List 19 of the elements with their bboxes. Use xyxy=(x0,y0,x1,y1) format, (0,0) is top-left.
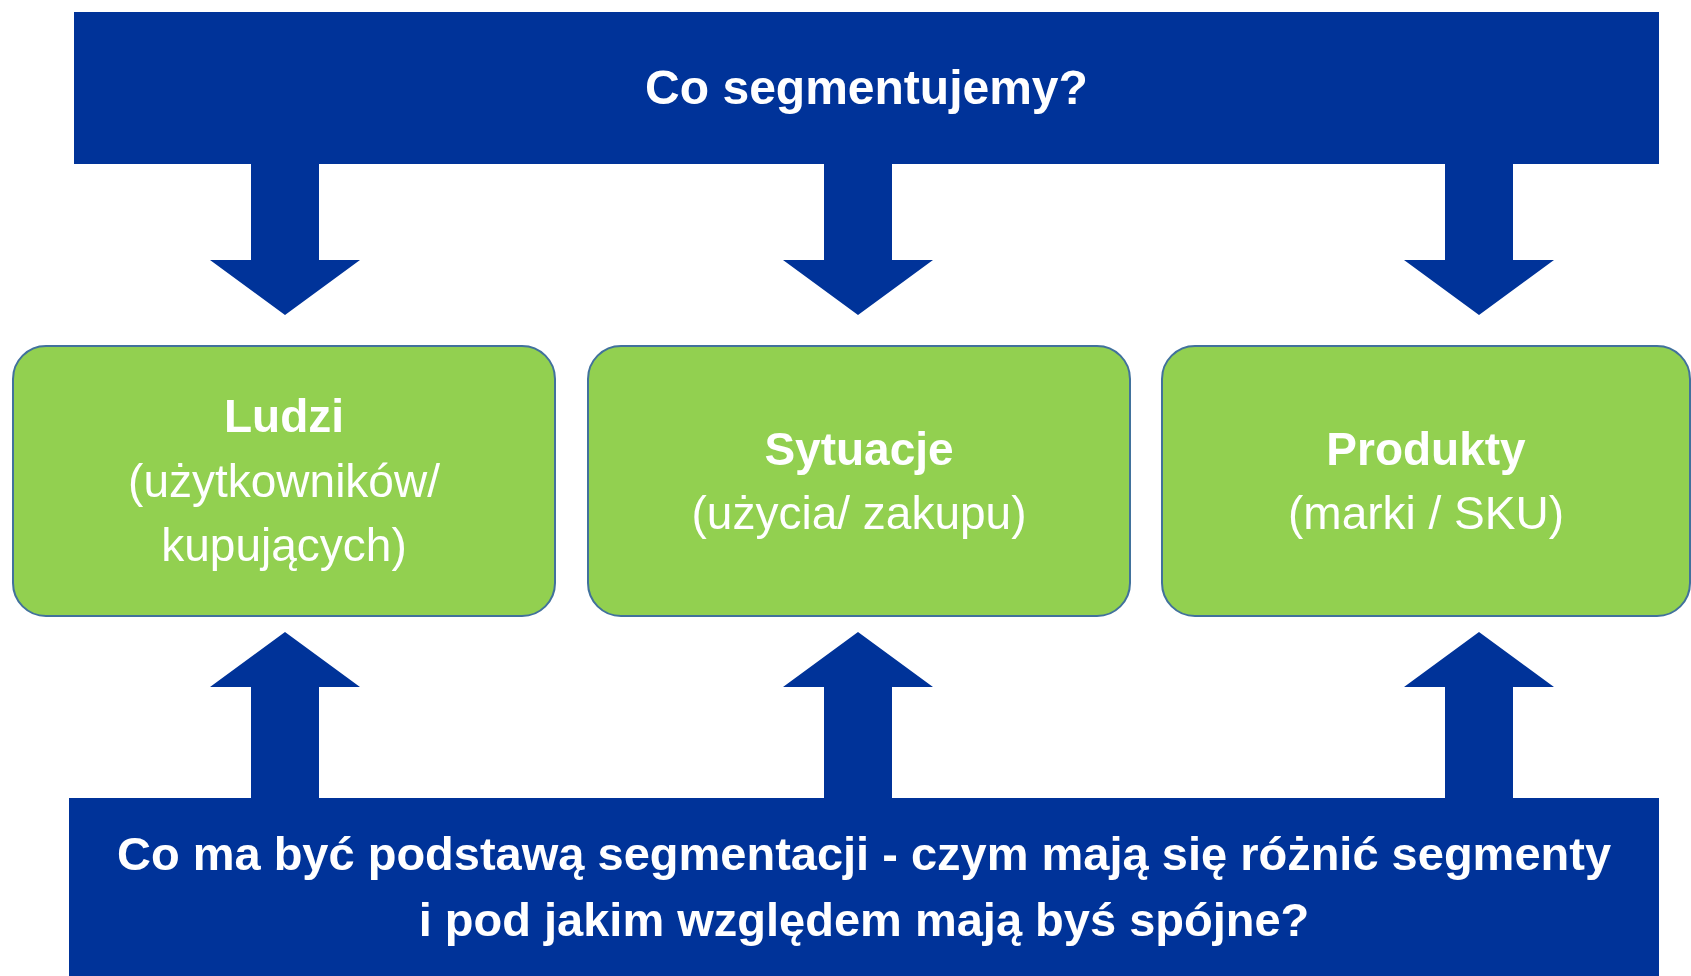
category-subtitle: (marki / SKU) xyxy=(1288,486,1564,541)
category-title: Ludzi xyxy=(223,389,345,445)
block-arrow xyxy=(783,164,933,315)
header-band xyxy=(74,12,1659,164)
category-box xyxy=(1161,345,1691,617)
category-box xyxy=(12,345,556,617)
band-text: Co ma być podstawą segmentacji - czym mają się różnić segmenty i pod jakim względem mają byś spójne? xyxy=(115,826,1613,948)
block-arrow xyxy=(1404,632,1554,798)
category-box xyxy=(587,345,1131,617)
category-subtitle: (użycia/ zakupu) xyxy=(691,486,1027,541)
category-subtitle: (użytkowników/ kupujących) xyxy=(127,453,441,574)
category-title: Sytuacje xyxy=(764,421,954,477)
block-arrow xyxy=(783,632,933,798)
header-band xyxy=(69,798,1659,976)
band-text: Co segmentujemy? xyxy=(645,60,1088,117)
block-arrow xyxy=(210,164,360,315)
block-arrow xyxy=(1404,164,1554,315)
block-arrow xyxy=(210,632,360,798)
category-title: Produkty xyxy=(1326,421,1526,477)
